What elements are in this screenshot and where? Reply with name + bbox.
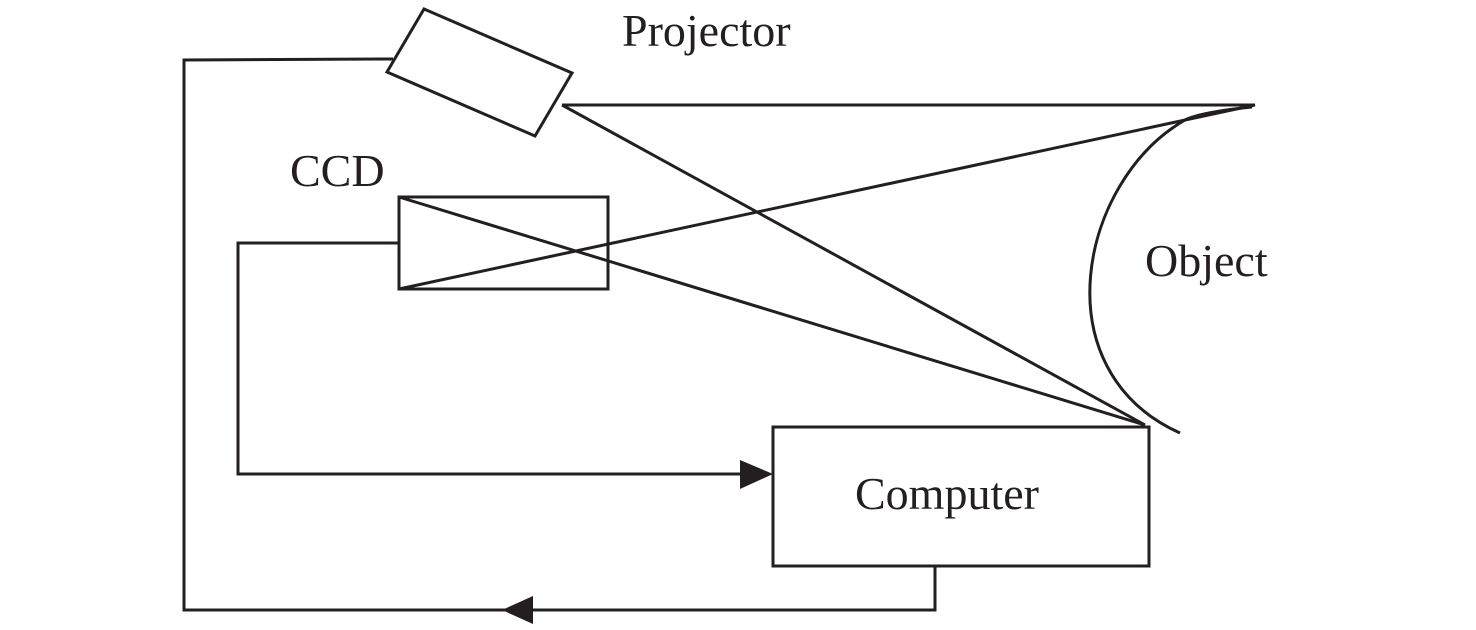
projector-ray-bottom xyxy=(561,103,1146,427)
arrow-left-icon xyxy=(502,596,533,624)
ccd-ray-top xyxy=(398,103,1256,291)
computer-box xyxy=(771,425,1151,568)
ccd-ray-bottom xyxy=(398,195,1146,427)
computer-label: Computer xyxy=(855,468,1039,519)
projector-label: Projector xyxy=(622,5,791,56)
ccd-label: CCD xyxy=(290,145,385,196)
ccd-box xyxy=(397,195,610,291)
computer-to-projector-wire xyxy=(182,57,937,612)
arrow-right-icon xyxy=(740,460,773,489)
object-label: Object xyxy=(1145,235,1268,286)
ccd-to-computer-wire xyxy=(236,241,745,476)
projector-box xyxy=(384,7,575,138)
object-surface xyxy=(1088,105,1253,435)
